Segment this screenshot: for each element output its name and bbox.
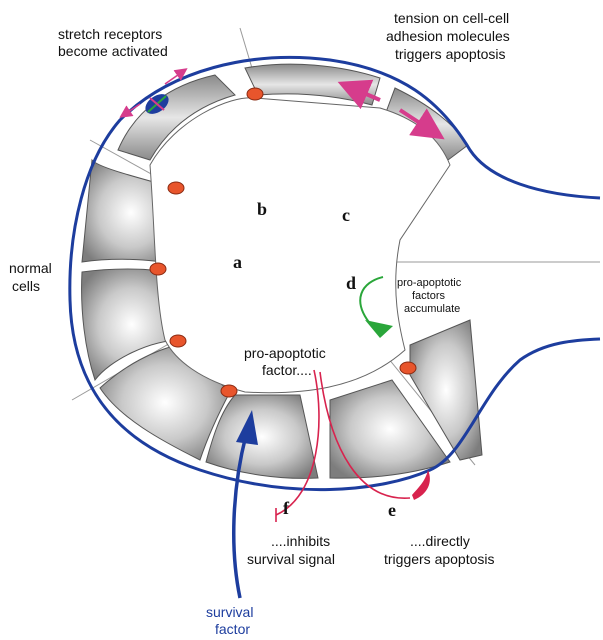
pro-factor-line1: pro-apoptotic [244, 345, 326, 361]
accumulate-label-line2: factors [412, 290, 446, 302]
inhibits-label: ....inhibits survival signal [247, 533, 335, 567]
directly-line2: triggers apoptosis [384, 551, 495, 567]
directly-label: ....directly triggers apoptosis [384, 533, 495, 567]
tension-label: tension on cell-cell adhesion molecules … [386, 10, 510, 62]
stretch-label-line2: become activated [58, 43, 168, 59]
inhibits-line2: survival signal [247, 551, 335, 567]
normal-cells-label: normal cells [9, 260, 52, 294]
tension-label-line2: adhesion molecules [386, 28, 510, 44]
segment-c: c [342, 205, 350, 225]
accumulate-label-line3: accumulate [404, 303, 460, 315]
inhibits-line1: ....inhibits [271, 533, 330, 549]
segment-d: d [346, 273, 356, 293]
segment-f: f [283, 498, 290, 518]
normal-label-line1: normal [9, 260, 52, 276]
pro-factor-line2: factor.... [262, 362, 312, 378]
tension-label-line1: tension on cell-cell [394, 10, 509, 26]
survival-line2: factor [215, 621, 250, 637]
accumulate-label-line1: pro-apoptotic [397, 277, 462, 289]
stretch-label-line1: stretch receptors [58, 26, 162, 42]
accumulate-label: pro-apoptotic factors accumulate [397, 277, 462, 315]
normal-label-line2: cells [12, 278, 40, 294]
segment-a: a [233, 252, 242, 272]
segment-b: b [257, 199, 267, 219]
segment-e: e [388, 500, 396, 520]
stretch-label: stretch receptors become activated [58, 26, 168, 59]
survival-line1: survival [206, 604, 253, 620]
tension-label-line3: triggers apoptosis [395, 46, 506, 62]
directly-line1: ....directly [410, 533, 470, 549]
survival-label: survival factor [206, 604, 253, 637]
